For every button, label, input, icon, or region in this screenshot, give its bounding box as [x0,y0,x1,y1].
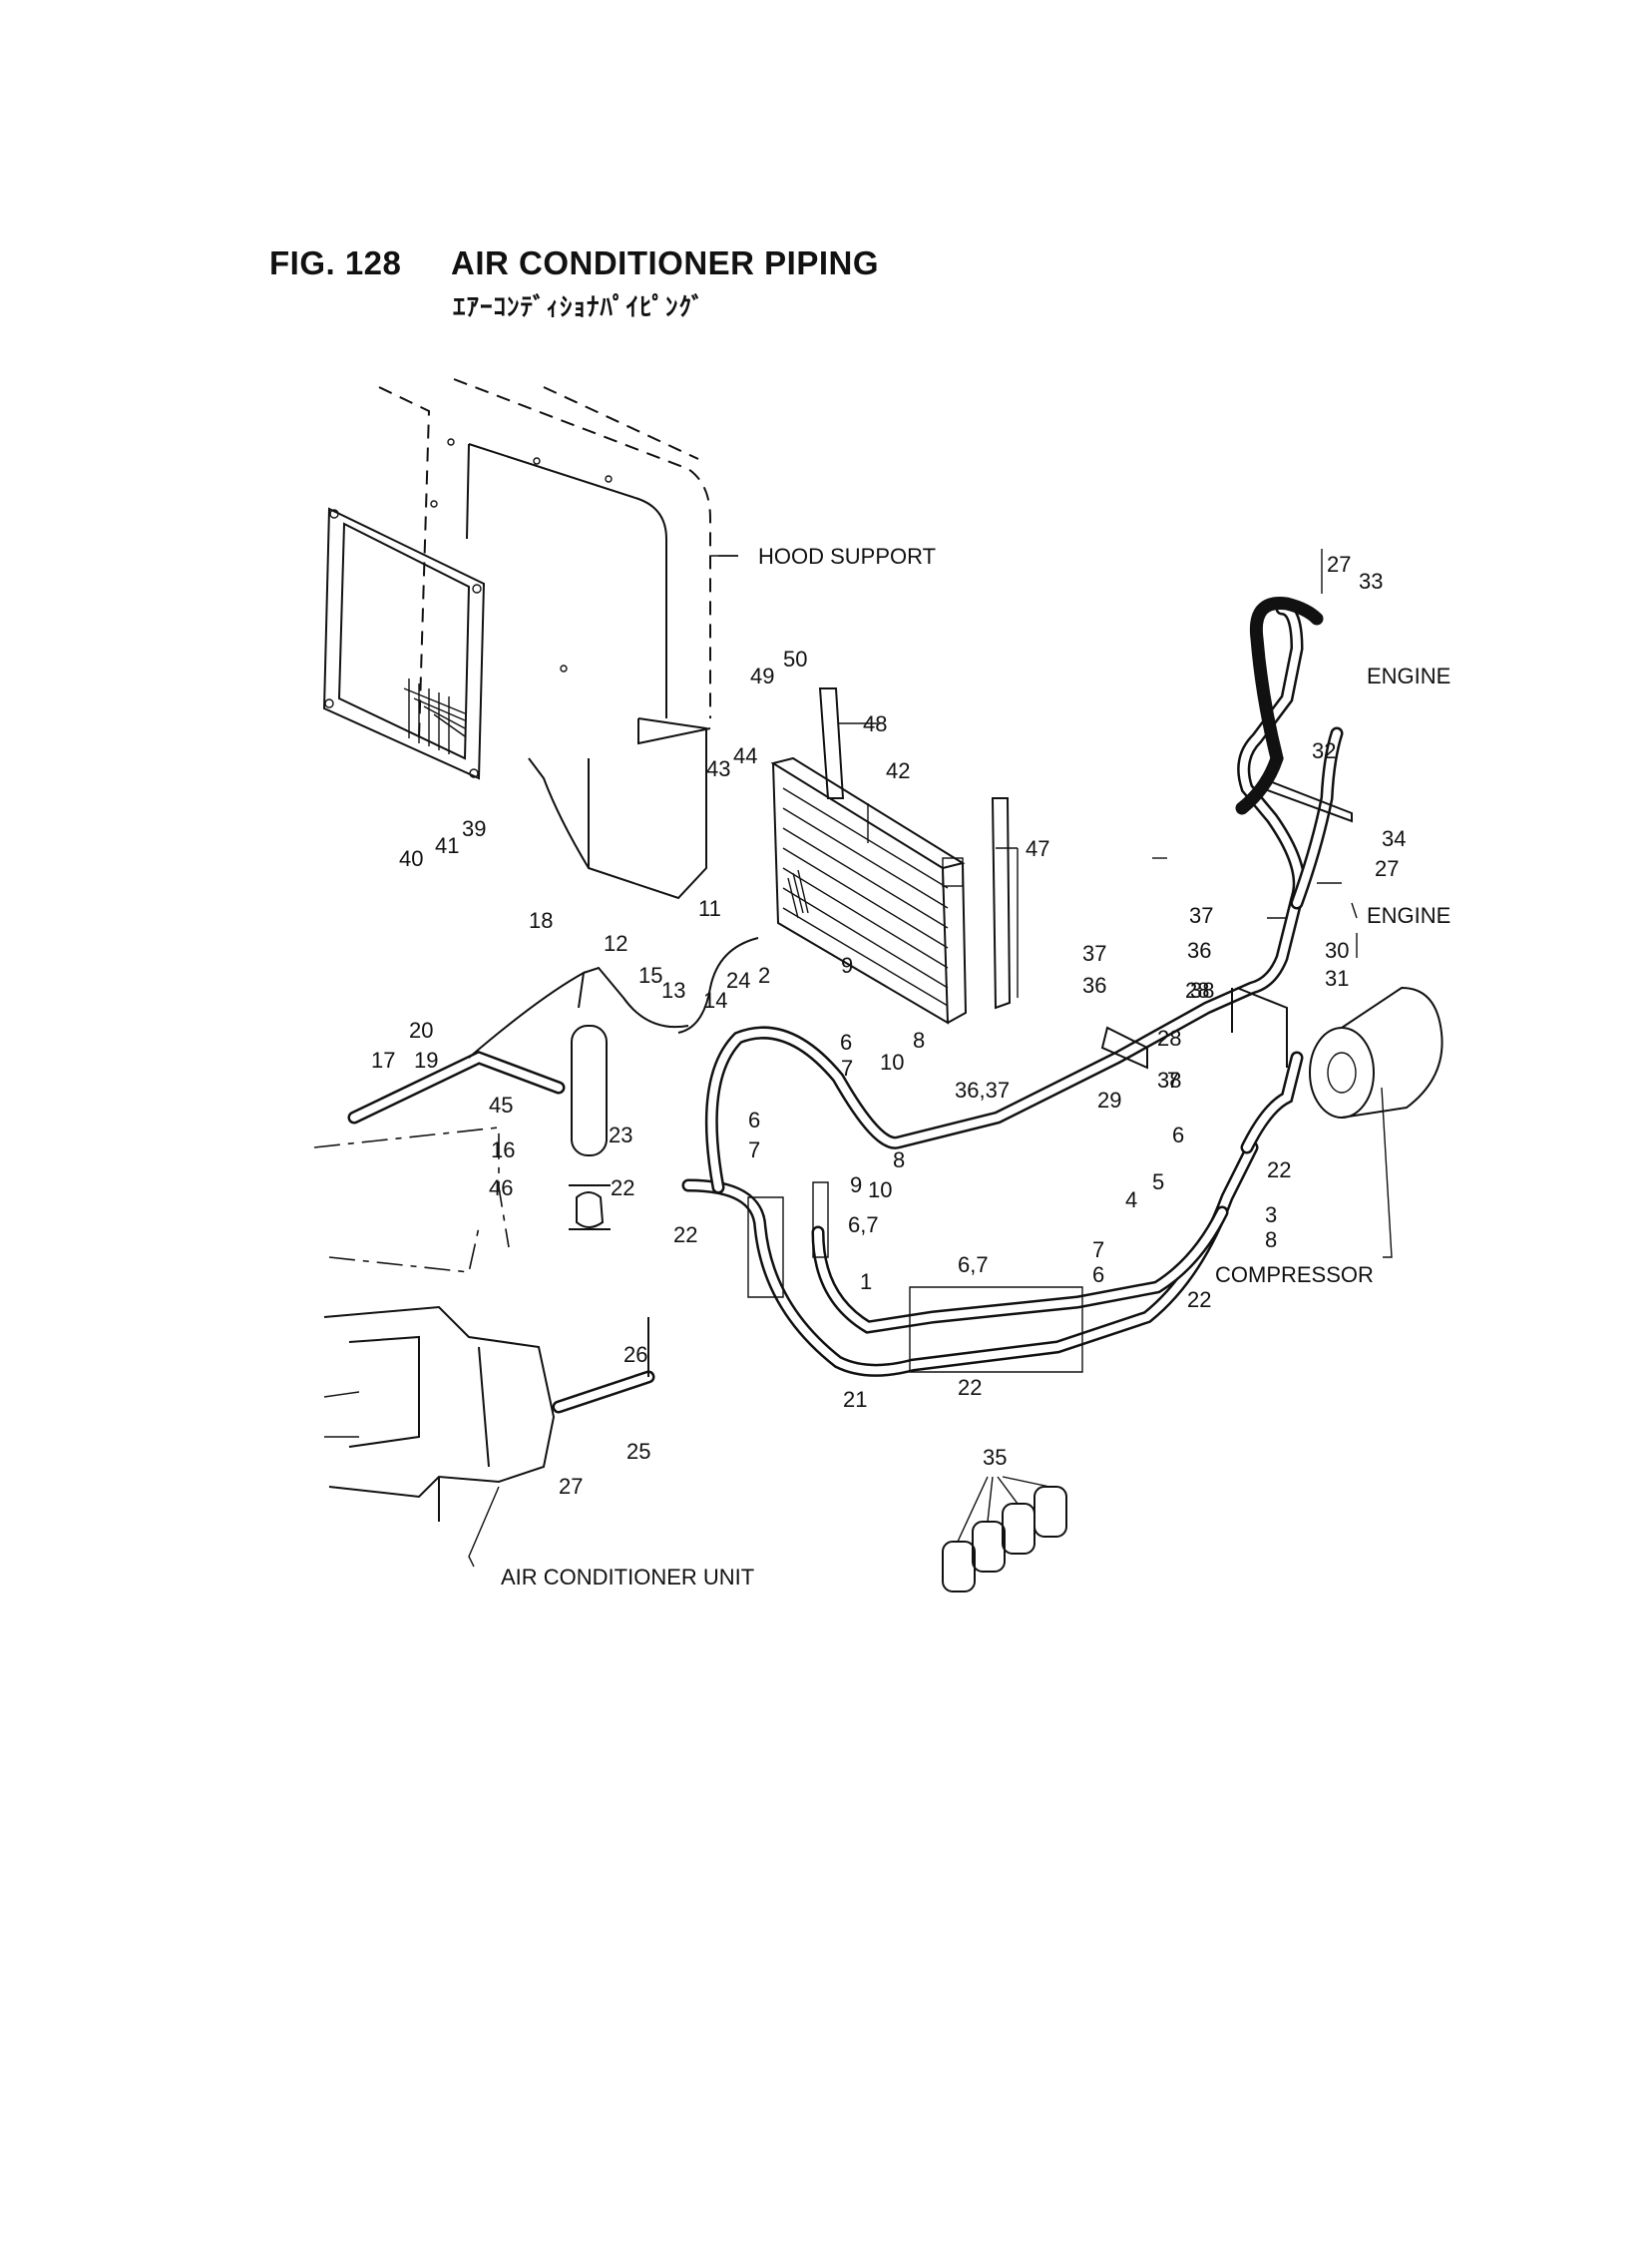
callout-9a: 9 [841,953,853,978]
callout-6d: 6 [1092,1262,1104,1287]
callout-20: 20 [409,1018,433,1043]
callout-45: 45 [489,1093,513,1118]
engine-label-top: ENGINE [1367,664,1450,688]
callout-27c: 27 [559,1474,583,1499]
bracket-28-drawing [1231,987,1288,1068]
callout-48: 48 [863,711,887,736]
condenser-drawing [770,756,968,1025]
figure-title: FIG. 128 AIR CONDITIONER PIPING [269,244,879,282]
bracket-28b-drawing [1100,1026,1148,1070]
callout-1: 1 [860,1269,872,1294]
figure-subtitle-japanese: ｴｱｰｺﾝﾃﾞｨｼｮﾅﾊﾟｲﾋﾟﾝｸﾞ [453,292,705,321]
callout-26: 26 [623,1342,647,1367]
callout-39: 39 [462,816,486,841]
hood-support-label: HOOD SUPPORT [758,544,936,569]
callout-17: 17 [371,1048,395,1073]
callout-67b: 6,7 [958,1252,989,1277]
callout-49: 49 [750,664,774,688]
callout-22d: 22 [1187,1287,1211,1312]
figure-title-text: AIR CONDITIONER PIPING [451,244,880,281]
grille-panel-drawing [322,507,486,780]
callout-6a: 6 [840,1030,852,1055]
compressor-label: COMPRESSOR [1215,1262,1374,1287]
callout-40: 40 [399,846,423,871]
refrigerant-cans-drawing [942,1476,1067,1592]
callout-5: 5 [1152,1169,1164,1194]
callout-4: 4 [1125,1187,1137,1212]
callout-22b: 22 [673,1222,697,1247]
bracket-32-drawing [1261,776,1353,823]
callout-8a: 8 [913,1028,925,1053]
callout-16: 16 [491,1137,515,1162]
callout-14: 14 [703,988,727,1013]
callout-27b: 27 [1375,856,1399,881]
callout-43: 43 [706,756,730,781]
callout-10b: 10 [868,1177,892,1202]
callout-21: 21 [843,1387,867,1412]
callout-31: 31 [1325,966,1349,991]
callout-15: 15 [638,963,662,988]
callout-2: 2 [758,963,770,988]
callout-6b: 6 [748,1108,760,1133]
callout-18: 18 [529,908,553,933]
callout-28b: 28 [1157,1026,1181,1051]
callout-22a: 22 [611,1175,634,1200]
callout-30: 30 [1325,938,1349,963]
callout-28a: 28 [1185,978,1209,1003]
callout-46: 46 [489,1175,513,1200]
callout-34: 34 [1382,826,1406,851]
callout-3: 3 [1265,1202,1277,1227]
callout-38b: 38 [1157,1068,1181,1093]
callout-67a: 6,7 [848,1212,879,1237]
callout-7c: 7 [1167,1068,1179,1093]
callout-36a: 36 [1187,938,1211,963]
callout-6c: 6 [1172,1123,1184,1147]
callout-24: 24 [726,968,750,993]
receiver-dryer-drawing [569,1025,611,1230]
callout-41: 41 [435,833,459,858]
callout-36b: 36 [1082,973,1106,998]
engine-label-mid: ENGINE [1367,903,1450,928]
callout-42: 42 [886,758,910,783]
callout-13: 13 [661,978,685,1003]
callout-22e: 22 [958,1375,982,1400]
compressor-drawing [1309,986,1444,1119]
callout-50: 50 [783,647,807,672]
callout-35: 35 [983,1445,1007,1470]
callout-3637: 36,37 [955,1078,1010,1103]
callout-9b: 9 [850,1172,862,1197]
ac-unit-label: AIR CONDITIONER UNIT [501,1565,754,1589]
callout-7b: 7 [748,1137,760,1162]
hood-support-drawing [378,378,738,900]
callout-8b: 8 [893,1147,905,1172]
callout-37a: 37 [1189,903,1213,928]
figure-number: FIG. 128 [269,244,402,281]
callout-29: 29 [1097,1088,1121,1113]
callout-19: 19 [414,1048,438,1073]
callout-23: 23 [609,1123,632,1147]
bracket-48-drawing [818,687,845,799]
callout-33: 33 [1359,569,1383,594]
callout-38a: 38 [1190,978,1214,1003]
callout-7a: 7 [841,1056,853,1081]
callout-22c: 22 [1267,1157,1291,1182]
callout-47: 47 [1026,836,1049,861]
seal-47-drawing [991,797,1012,1010]
ac-unit-drawing [313,1127,556,1522]
callout-27a: 27 [1327,552,1351,577]
callout-25: 25 [626,1439,650,1464]
callout-7d: 7 [1092,1237,1104,1262]
callout-8c: 8 [1265,1227,1277,1252]
callout-44: 44 [733,743,757,768]
callout-12: 12 [604,931,627,956]
callout-11: 11 [698,896,721,921]
callout-37b: 37 [1082,941,1106,966]
callout-32: 32 [1312,738,1336,763]
callout-10a: 10 [880,1050,904,1075]
